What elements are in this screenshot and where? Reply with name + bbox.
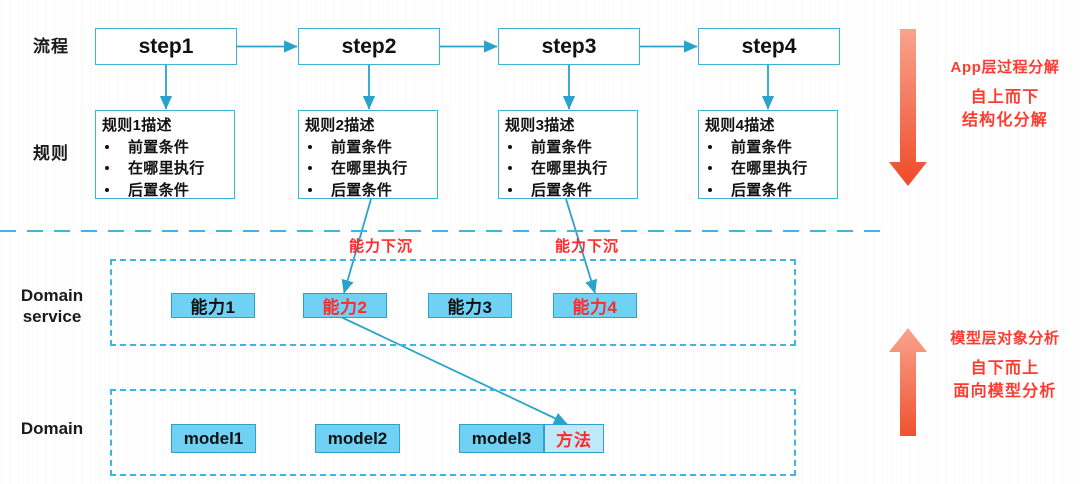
capability-chip-2[interactable]: 能力2 <box>303 293 387 318</box>
annotation-bottom-line3: 面向模型分析 <box>953 383 1057 401</box>
capability-sink-label-left: 能力下沉 <box>349 238 414 255</box>
step-to-rule-arrows <box>159 65 775 110</box>
capability-chip-1[interactable]: 能力1 <box>171 293 255 318</box>
capability-chip-3[interactable]: 能力3 <box>428 293 512 318</box>
row-label-domain: Domain <box>20 419 84 438</box>
domain-service-group <box>110 259 796 346</box>
rule-title: 规则4描述 <box>705 117 775 134</box>
rule-item: 前置条件 <box>505 137 631 158</box>
rule-title: 规则3描述 <box>505 117 575 134</box>
rule-item-list: 前置条件 在哪里执行 后置条件 <box>705 137 831 201</box>
rule-item: 后置条件 <box>102 180 228 201</box>
step-box-4[interactable]: step4 <box>698 28 840 65</box>
rule-item: 后置条件 <box>305 180 431 201</box>
rule-title: 规则1描述 <box>102 117 172 134</box>
annotation-bottom-line1: 模型层对象分析 <box>950 330 1060 347</box>
rule-item-list: 前置条件 在哪里执行 后置条件 <box>305 137 431 201</box>
annotation-top-line3: 结构化分解 <box>961 112 1048 130</box>
capability-chip-4[interactable]: 能力4 <box>553 293 637 318</box>
rule-box-3[interactable]: 规则3描述 前置条件 在哪里执行 后置条件 <box>498 110 638 199</box>
model-chip-1[interactable]: model1 <box>171 424 256 453</box>
rule-item: 后置条件 <box>705 180 831 201</box>
model-chip-3[interactable]: model3 <box>459 424 544 453</box>
annotation-top-line2: 自上而下 <box>970 89 1040 106</box>
row-label-domain-service: Domain service <box>2 286 102 327</box>
rule-item: 在哪里执行 <box>102 158 228 179</box>
model-chip-2[interactable]: model2 <box>315 424 400 453</box>
annotation-bottom-line2: 自下而上 <box>970 360 1040 377</box>
step-box-2[interactable]: step2 <box>298 28 440 65</box>
rule-box-4[interactable]: 规则4描述 前置条件 在哪里执行 后置条件 <box>698 110 838 199</box>
rule-item: 在哪里执行 <box>705 158 831 179</box>
capability-sink-label-right: 能力下沉 <box>555 238 620 255</box>
row-label-rule: 规则 <box>33 144 69 163</box>
model-method-chip[interactable]: 方法 <box>544 424 604 453</box>
annotation-bottom: 模型层对象分析 自下而上 面向模型分析 <box>930 327 1080 403</box>
rule-item: 在哪里执行 <box>505 158 631 179</box>
annotation-top: App层过程分解 自上而下 结构化分解 <box>930 56 1080 132</box>
rule-title: 规则2描述 <box>305 117 375 134</box>
rule-item: 后置条件 <box>505 180 631 201</box>
rule-box-1[interactable]: 规则1描述 前置条件 在哪里执行 后置条件 <box>95 110 235 199</box>
rule-item: 前置条件 <box>102 137 228 158</box>
rule-item: 前置条件 <box>705 137 831 158</box>
top-down-arrow <box>889 29 927 186</box>
bottom-up-arrow <box>889 328 927 436</box>
rule-item-list: 前置条件 在哪里执行 后置条件 <box>505 137 631 201</box>
step-box-3[interactable]: step3 <box>498 28 640 65</box>
rule-item: 前置条件 <box>305 137 431 158</box>
rule-box-2[interactable]: 规则2描述 前置条件 在哪里执行 后置条件 <box>298 110 438 199</box>
rule-item-list: 前置条件 在哪里执行 后置条件 <box>102 137 228 201</box>
row-label-flow: 流程 <box>33 37 69 56</box>
row-label-domain-service-line2: service <box>22 306 82 326</box>
row-label-domain-service-line1: Domain <box>20 286 84 305</box>
annotation-top-line1: App层过程分解 <box>950 59 1060 76</box>
step-box-1[interactable]: step1 <box>95 28 237 65</box>
rule-item: 在哪里执行 <box>305 158 431 179</box>
domain-group <box>110 389 796 476</box>
